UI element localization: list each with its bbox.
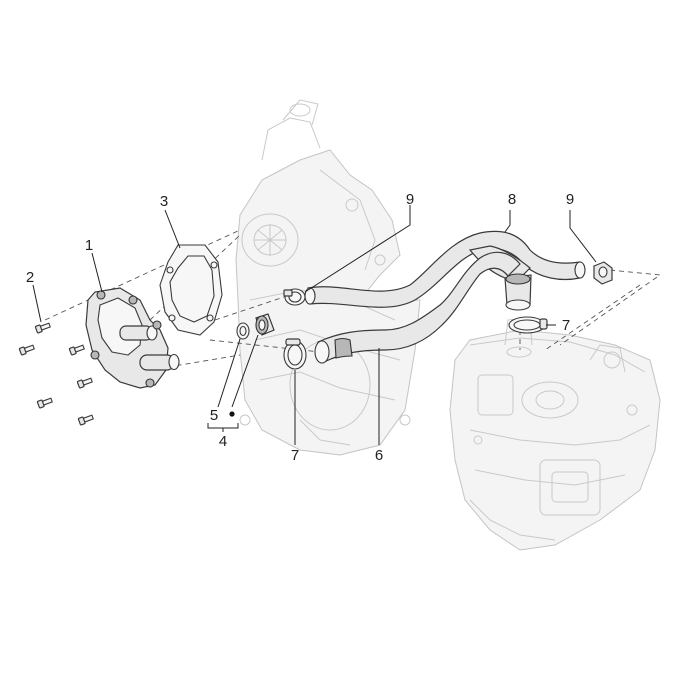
callout-4: 4 (219, 433, 227, 450)
gasket-part (159, 244, 223, 336)
o-ring (236, 322, 250, 340)
screw (36, 397, 53, 409)
callout-2: 2 (26, 269, 34, 286)
callout-6: 6 (375, 447, 383, 464)
hose-clamp-small-right (593, 261, 613, 285)
screws (18, 322, 94, 426)
callout-8: 8 (508, 191, 516, 208)
cylinder-head-ghost (449, 317, 661, 551)
leader-lines (32, 205, 597, 445)
screw (34, 322, 51, 334)
callout-3: 3 (160, 193, 168, 210)
callout-7-right: 7 (562, 317, 570, 334)
hose-clamp-right (508, 316, 548, 334)
callout-7-lower: 7 (291, 447, 299, 464)
water-pump-cover (85, 287, 180, 389)
screw (76, 377, 93, 389)
callout-9-right: 9 (566, 191, 574, 208)
hose-clamp-small-left (283, 288, 306, 306)
screw (77, 414, 94, 426)
callout-9-left: 9 (406, 191, 414, 208)
screw (18, 344, 35, 356)
callouts: 1 2 3 9 8 9 7 5 4 7 6 (26, 191, 574, 464)
callout-5: 5 (210, 407, 218, 424)
callout-1: 1 (85, 237, 93, 254)
shaft-seal (255, 313, 275, 336)
bullet-marker (229, 411, 235, 417)
lower-coolant-hose (314, 251, 521, 364)
hose-clamp-lower (283, 338, 307, 370)
screw (68, 344, 85, 356)
